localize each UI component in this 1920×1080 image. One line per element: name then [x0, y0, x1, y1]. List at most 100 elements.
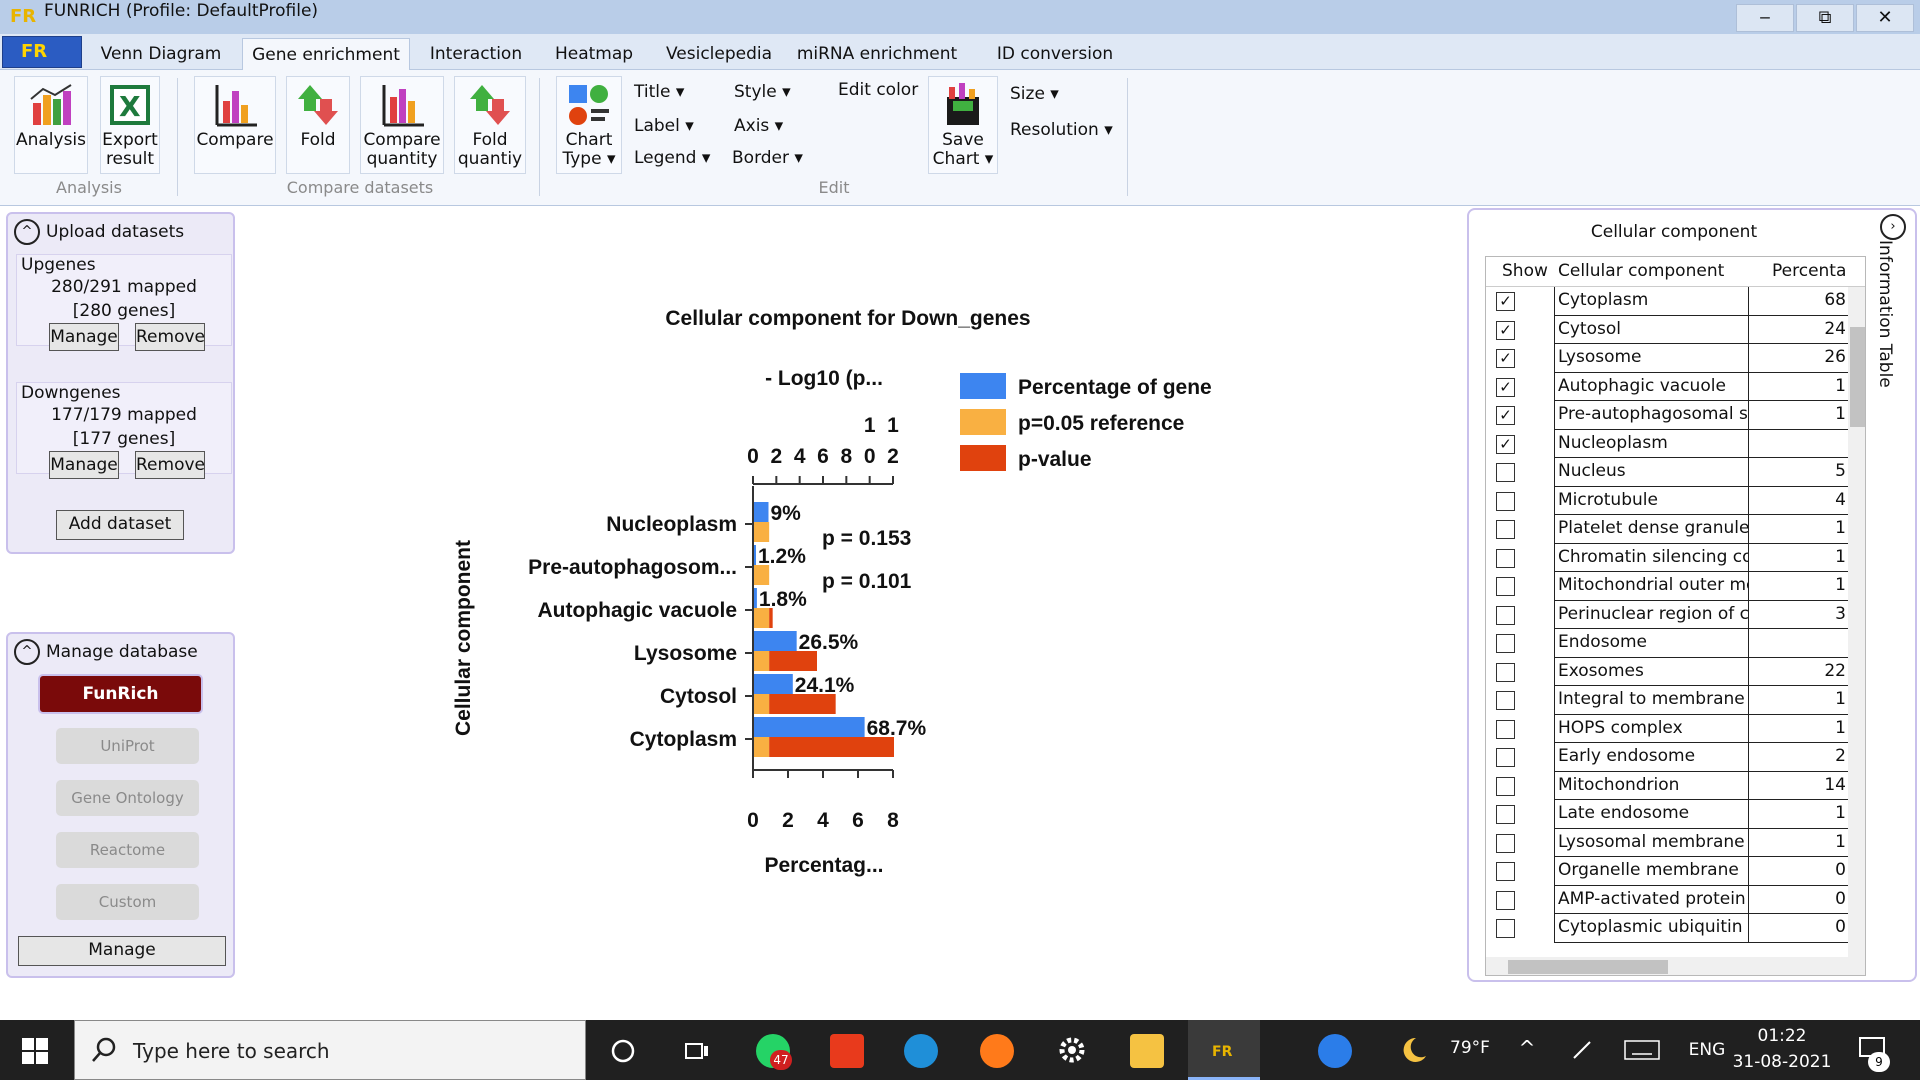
- label-dropdown[interactable]: Label ▾: [634, 116, 694, 136]
- axis-dropdown[interactable]: Axis ▾: [734, 116, 784, 136]
- horizontal-scrollbar[interactable]: [1486, 957, 1848, 975]
- show-checkbox[interactable]: [1496, 919, 1515, 938]
- show-checkbox[interactable]: [1496, 833, 1515, 853]
- show-checkbox[interactable]: [1496, 634, 1515, 653]
- border-dropdown[interactable]: Border ▾: [732, 148, 803, 168]
- clock-date[interactable]: 31-08-2021: [1732, 1052, 1832, 1072]
- keyboard-icon[interactable]: [1624, 1040, 1660, 1060]
- header-show[interactable]: Show: [1502, 261, 1548, 281]
- analysis-button[interactable]: Analysis: [14, 76, 88, 174]
- title-dropdown[interactable]: Title ▾: [634, 82, 685, 102]
- scroll-thumb[interactable]: [1508, 960, 1668, 974]
- pen-icon[interactable]: [1570, 1038, 1594, 1062]
- funrich-taskbar-button[interactable]: FR: [1188, 1020, 1260, 1080]
- header-cellular-component[interactable]: Cellular component: [1558, 261, 1725, 281]
- tab-interaction[interactable]: Interaction: [429, 44, 523, 64]
- show-checkbox[interactable]: [1496, 520, 1515, 539]
- show-checkbox[interactable]: [1496, 748, 1515, 767]
- table-row[interactable]: ✓Nucleoplasm: [1486, 429, 1848, 458]
- show-checkbox[interactable]: [1496, 548, 1515, 568]
- tab-heatmap[interactable]: Heatmap: [554, 44, 634, 64]
- table-row[interactable]: Endosome: [1486, 629, 1848, 658]
- show-checkbox[interactable]: [1496, 862, 1515, 881]
- tab-id-conversion[interactable]: ID conversion: [996, 44, 1114, 64]
- minimize-button[interactable]: ‒: [1736, 4, 1794, 32]
- restore-button[interactable]: ⧉: [1796, 4, 1854, 32]
- tab-venn-diagram[interactable]: Venn Diagram: [100, 44, 222, 64]
- clock-time[interactable]: 01:22: [1757, 1026, 1807, 1046]
- edge-icon[interactable]: [904, 1034, 938, 1068]
- task-view-icon[interactable]: [682, 1038, 710, 1064]
- cortana-icon[interactable]: [610, 1038, 636, 1064]
- funrich-database-button[interactable]: FunRich: [38, 674, 203, 714]
- show-checkbox[interactable]: ✓: [1496, 320, 1515, 340]
- file-explorer-icon[interactable]: [1130, 1034, 1164, 1068]
- manage-upgenes-button[interactable]: Manage: [49, 323, 119, 351]
- firefox-icon[interactable]: [980, 1034, 1014, 1068]
- style-dropdown[interactable]: Style ▾: [734, 82, 791, 102]
- show-checkbox[interactable]: ✓: [1496, 434, 1515, 454]
- manage-database-button[interactable]: Manage: [18, 936, 226, 966]
- windows-start-icon[interactable]: [22, 1038, 48, 1064]
- compare-button[interactable]: Compare: [194, 76, 276, 174]
- remove-downgenes-button[interactable]: Remove: [135, 451, 205, 479]
- resolution-dropdown[interactable]: Resolution ▾: [1010, 120, 1113, 140]
- show-checkbox[interactable]: [1496, 605, 1515, 625]
- tab-vesiclepedia[interactable]: Vesiclepedia: [665, 44, 773, 64]
- weather-temp[interactable]: 79°F: [1450, 1038, 1490, 1058]
- add-dataset-button[interactable]: Add dataset: [56, 510, 184, 540]
- collapse-upload-icon[interactable]: ^: [14, 219, 40, 245]
- app-menu-button[interactable]: FR: [2, 36, 82, 68]
- office-icon[interactable]: [830, 1034, 864, 1068]
- show-checkbox[interactable]: ✓: [1496, 406, 1515, 425]
- information-table-side-label[interactable]: Information Table: [1875, 240, 1895, 388]
- fold-quantity-button[interactable]: Fold quantiy: [454, 76, 526, 174]
- show-checkbox[interactable]: [1496, 491, 1515, 511]
- manage-downgenes-button[interactable]: Manage: [49, 451, 119, 479]
- legend-dropdown[interactable]: Legend ▾: [634, 148, 711, 168]
- show-checkbox[interactable]: [1496, 577, 1515, 596]
- show-checkbox[interactable]: ✓: [1496, 377, 1515, 397]
- language-indicator[interactable]: ENG: [1688, 1040, 1726, 1060]
- gene-ontology-database-button[interactable]: Gene Ontology: [56, 780, 199, 816]
- show-checkbox[interactable]: [1496, 662, 1515, 682]
- show-checkbox[interactable]: [1496, 776, 1515, 796]
- edit-color-button[interactable]: Edit color: [838, 80, 919, 100]
- compare-quantity-button[interactable]: Compare quantity: [360, 76, 444, 174]
- custom-database-button[interactable]: Custom: [56, 884, 199, 920]
- save-chart-button[interactable]: Save Chart ▾: [928, 76, 998, 174]
- search-box[interactable]: Type here to search: [74, 1020, 586, 1080]
- info-panel-expand-icon[interactable]: ›: [1880, 214, 1906, 240]
- header-percentage[interactable]: Percenta: [1772, 261, 1847, 281]
- close-button[interactable]: ✕: [1856, 4, 1914, 32]
- show-checkbox[interactable]: [1496, 890, 1515, 910]
- show-checkbox[interactable]: ✓: [1496, 292, 1515, 311]
- show-checkbox[interactable]: [1496, 691, 1515, 710]
- settings-gear-icon[interactable]: [1056, 1034, 1088, 1066]
- uniprot-database-button[interactable]: UniProt: [56, 728, 199, 764]
- reactome-database-button[interactable]: Reactome: [56, 832, 199, 868]
- remove-upgenes-button[interactable]: Remove: [135, 323, 205, 351]
- vertical-scrollbar[interactable]: [1848, 287, 1865, 975]
- tab-mirna-enrichment[interactable]: miRNA enrichment: [796, 44, 958, 64]
